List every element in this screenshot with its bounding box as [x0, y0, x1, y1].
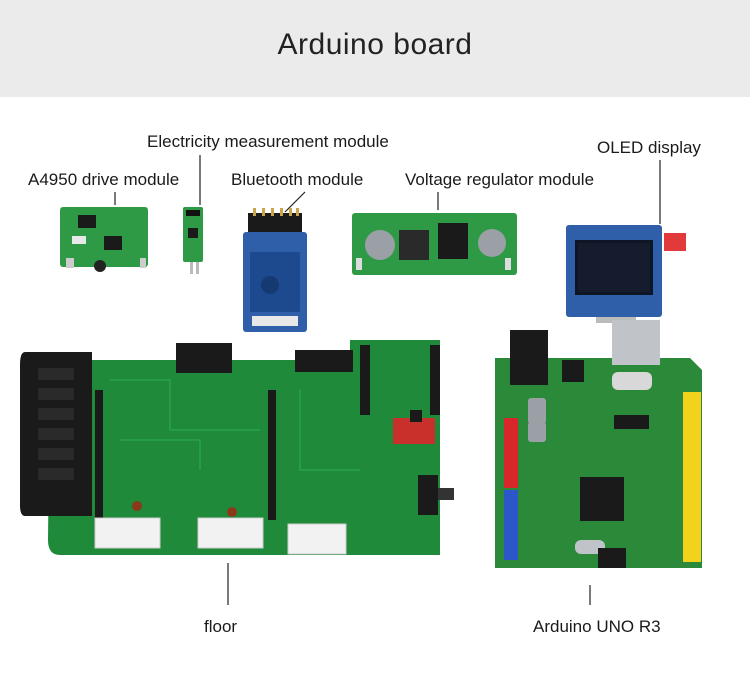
- label-arduino-uno: Arduino UNO R3: [533, 617, 661, 636]
- oled-display-module: [566, 225, 686, 323]
- electricity-module: [183, 207, 203, 274]
- label-bluetooth: Bluetooth module: [231, 170, 364, 189]
- page-title: Arduino board: [277, 28, 473, 61]
- voltage-regulator-module: [352, 213, 517, 275]
- label-electricity-measurement: Electricity measurement module: [147, 132, 389, 151]
- floor-board: [20, 340, 454, 555]
- leader-lines: [114, 155, 661, 605]
- a4950-module: [60, 207, 148, 272]
- label-oled-display: OLED display: [597, 138, 701, 157]
- bluetooth-module: [243, 208, 307, 332]
- label-a4950-drive: A4950 drive module: [28, 170, 180, 189]
- arduino-uno-board: [495, 320, 702, 568]
- header-banner: Arduino board: [0, 0, 750, 97]
- label-floor: floor: [204, 617, 238, 636]
- product-photo: [20, 155, 702, 605]
- label-voltage-regulator: Voltage regulator module: [405, 170, 595, 189]
